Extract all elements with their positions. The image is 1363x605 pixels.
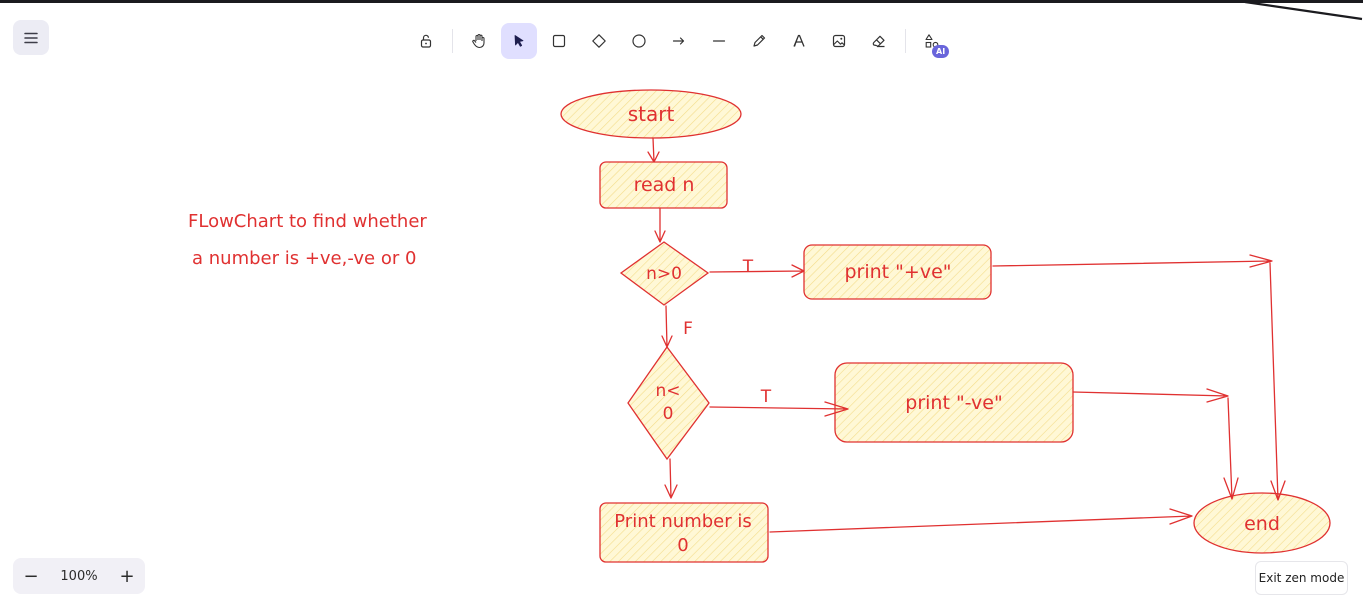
draw-tool-button[interactable]	[741, 23, 777, 59]
start-node[interactable]	[560, 89, 742, 139]
zoom-reset-button[interactable]: 100%	[60, 568, 98, 584]
lock-icon	[420, 34, 432, 48]
decision2-label-line2: 0	[663, 404, 674, 424]
decision-n-lt-0[interactable]	[627, 345, 710, 461]
arrow-negative-to-end-horizontal[interactable]	[1072, 388, 1229, 403]
diamond-icon	[592, 34, 606, 48]
arrow-icon	[672, 37, 685, 45]
pencil-icon	[753, 34, 766, 47]
print-zero-label-line2: 0	[677, 535, 688, 556]
ellipse-icon	[632, 34, 646, 48]
toolbar-divider	[452, 29, 453, 53]
print-zero-node[interactable]	[599, 502, 769, 563]
read-node[interactable]	[599, 161, 728, 209]
print-zero-label-line1: Print number is	[614, 511, 751, 532]
diamond-tool-button[interactable]	[581, 23, 617, 59]
hand-tool-button[interactable]	[461, 23, 497, 59]
hand-icon	[472, 33, 485, 49]
toolbar-divider	[905, 29, 906, 53]
lock-tool-button[interactable]	[408, 23, 444, 59]
print-negative-label: print "-ve"	[905, 392, 1002, 414]
exit-zen-mode-button[interactable]: Exit zen mode	[1255, 561, 1348, 595]
decision2-label-line1: n<	[655, 381, 680, 401]
selection-tool-button[interactable]	[501, 23, 537, 59]
title-line-2[interactable]: a number is +ve,-ve or 0	[192, 248, 416, 269]
decision-n-gt-0[interactable]	[619, 241, 710, 306]
arrow-decision2-to-negative[interactable]	[709, 401, 849, 417]
arrow-decision2-to-zero[interactable]	[664, 458, 678, 499]
print-negative-node[interactable]	[834, 362, 1074, 443]
image-icon	[832, 34, 846, 48]
eraser-icon	[872, 35, 885, 48]
stray-line[interactable]	[1244, 0, 1363, 21]
text-icon	[793, 34, 805, 47]
text-tool-button[interactable]	[781, 23, 817, 59]
arrow-decision-to-positive[interactable]	[709, 264, 805, 278]
zoom-controls: − 100% +	[13, 558, 145, 594]
read-label: read n	[634, 174, 695, 196]
print-positive-node[interactable]	[803, 244, 992, 300]
arrow-positive-to-end-horizontal[interactable]	[992, 254, 1273, 268]
arrow-negative-to-end-vertical[interactable]	[1223, 397, 1239, 500]
start-label: start	[628, 102, 675, 126]
ai-badge: AI	[932, 45, 950, 58]
rectangle-icon	[552, 34, 566, 48]
title-line-1[interactable]: FLowChart to find whether	[188, 211, 427, 232]
arrow-decision-to-decision2[interactable]	[661, 305, 673, 348]
shapes-toolbar: AI	[408, 22, 954, 60]
pointer-icon	[514, 35, 524, 47]
true-label-2: T	[760, 387, 772, 407]
zoom-in-button[interactable]: +	[119, 565, 135, 587]
line-tool-button[interactable]	[701, 23, 737, 59]
line-icon	[712, 40, 726, 42]
main-menu-button[interactable]	[13, 20, 49, 55]
hamburger-icon	[24, 32, 38, 43]
decision-label: n>0	[646, 264, 682, 284]
arrow-read-to-decision[interactable]	[654, 207, 666, 243]
end-label: end	[1244, 513, 1280, 535]
arrow-start-to-read[interactable]	[647, 137, 660, 163]
eraser-tool-button[interactable]	[861, 23, 897, 59]
arrow-zero-to-end[interactable]	[769, 508, 1193, 533]
ellipse-tool-button[interactable]	[621, 23, 657, 59]
zoom-out-button[interactable]: −	[23, 565, 39, 587]
true-label-1: T	[742, 257, 754, 277]
print-positive-label: print "+ve"	[844, 261, 951, 283]
end-node[interactable]	[1193, 492, 1331, 554]
more-shapes-button[interactable]: AI	[914, 23, 950, 59]
arrow-tool-button[interactable]	[661, 23, 697, 59]
false-label: F	[683, 319, 693, 339]
arrow-positive-to-end-vertical[interactable]	[1269, 262, 1286, 501]
image-tool-button[interactable]	[821, 23, 857, 59]
canvas-top-edge-line	[0, 0, 1363, 3]
rectangle-tool-button[interactable]	[541, 23, 577, 59]
